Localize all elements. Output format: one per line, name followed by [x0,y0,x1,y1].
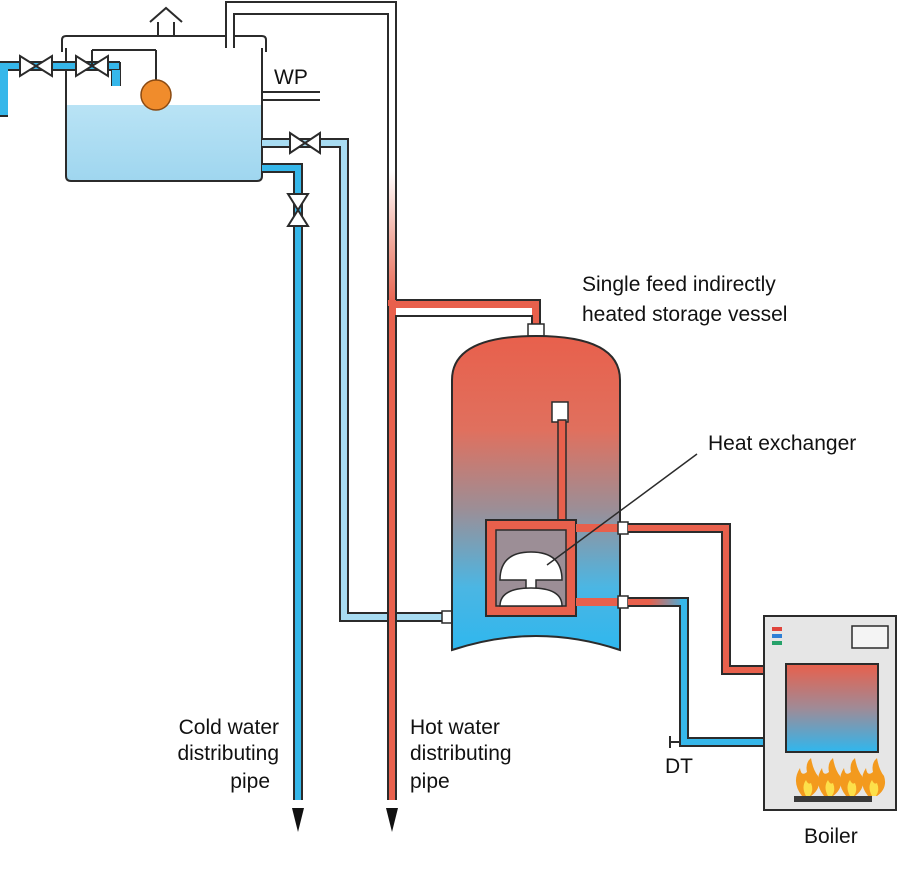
gate-valve-icon [19,54,53,78]
cold-feed-pipe [262,131,453,624]
storage-vessel [451,334,698,652]
dt-label: DT [665,755,693,778]
gate-valve-icon [286,193,310,227]
arrow-down-icon [292,808,304,832]
wp-label: WP [274,66,308,89]
vessel-label-line1: Single feed indirectly [582,273,776,296]
cistern-water [66,105,262,181]
hot-pipe-label-line3: pipe [410,770,450,793]
boiler-display [851,625,889,649]
mains-pipe [4,62,120,70]
flame-icon [795,758,886,796]
warning-pipe: WP [262,66,320,101]
heat-exchanger-label: Heat exchanger [708,432,856,455]
heat-exchanger-leader [546,453,698,566]
cold-distributing-pipe [262,163,310,832]
cistern-walls [65,48,263,182]
cistern-lid [61,35,267,52]
hot-pipe-label-line2: distributing [410,742,512,765]
vessel-label-line2: heated storage vessel [582,303,787,326]
float-ball-icon [140,79,172,111]
cold-pipe-label-line3: pipe [230,770,270,793]
heat-exchanger [485,519,629,617]
vent-pipe [225,1,397,306]
primary-flow-pipe [628,523,790,675]
boiler [763,615,897,811]
hot-distributing-pipe [386,299,545,832]
arrow-down-icon [386,808,398,832]
drain-tap-icon [669,736,680,748]
primary-flow-boss [617,521,629,535]
gate-valve-icon [289,131,321,155]
indicator-green [772,641,782,645]
primary-return-pipe [628,597,790,748]
burner-bar [794,796,872,802]
float-valve-icon [75,49,172,111]
cold-inlet-boss [441,610,453,624]
mains-supply [0,49,172,117]
cistern-vent-icon [149,6,183,36]
indicator-blue [772,634,782,638]
cold-pipe-label-line1: Cold water [179,716,279,739]
boiler-label: Boiler [804,825,858,848]
hot-outlet-boss [527,323,545,337]
primary-return-boss [617,595,629,609]
cold-water-cistern [61,6,267,182]
boiler-heat-exchanger [785,663,879,753]
indicator-red [772,627,782,631]
cold-pipe-label-line2: distributing [177,742,279,765]
hot-pipe-label-line1: Hot water [410,716,500,739]
